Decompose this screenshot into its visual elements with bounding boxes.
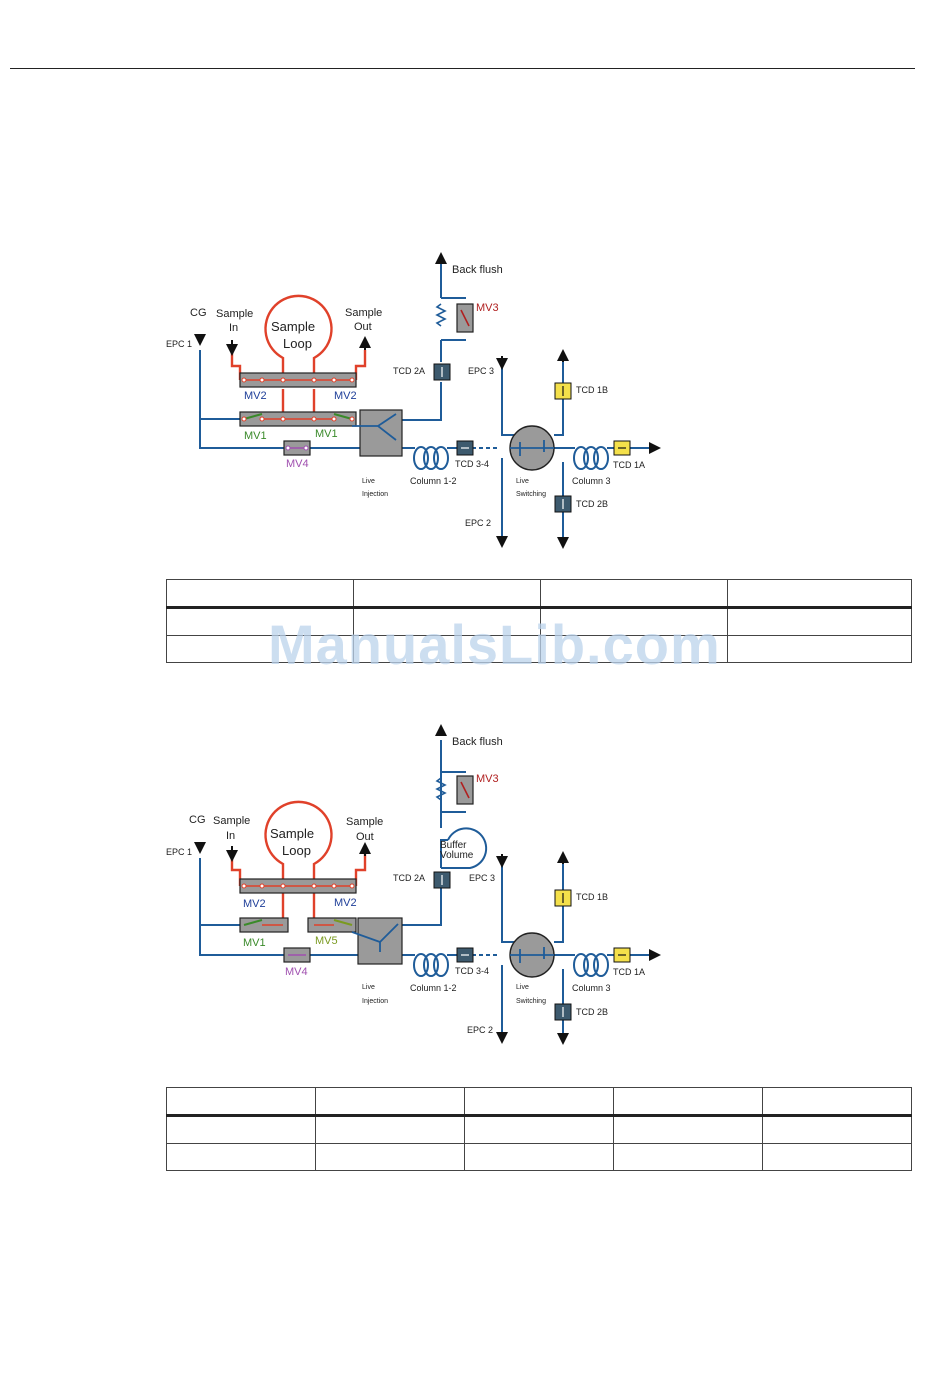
sample-loop-label-2: Loop [283,336,312,351]
mv3-label: MV3 [476,302,499,314]
buffer-volume-label-2: Volume [440,850,474,861]
buffer-volume-label: Buffer [440,840,467,851]
mv2-left-label: MV2 [243,898,266,910]
sample-in-label: Sample [216,308,253,320]
column3-label: Column 3 [572,476,611,486]
back-flush-label: Back flush [452,736,503,748]
mv1-right-label: MV1 [315,428,338,440]
top-rule [10,68,915,69]
epc1-line [199,350,284,449]
sample-in-label-2: In [229,322,238,334]
column12-label: Column 1-2 [410,476,457,486]
tcd2a-label: TCD 2A [393,366,425,376]
cg-label: CG [190,307,207,319]
epc2-label: EPC 2 [465,518,491,528]
tcd1a-label: TCD 1A [613,967,645,977]
sample-loop-label: Sample [271,319,315,334]
tcd1b-label: TCD 1B [576,892,608,902]
sample-out-label-2: Out [356,831,374,843]
column-3 [573,953,609,977]
watermark: ManualsLib.com [268,613,721,676]
column3-label: Column 3 [572,983,611,993]
mv1-left-label: MV1 [244,430,267,442]
sample-out-label: Sample [346,816,383,828]
tcd34-label: TCD 3-4 [455,966,489,976]
restrictor-coil [435,777,447,801]
flow-diagram-1: Back flush MV3 CG EPC 1 Sample In Sample… [166,252,661,549]
table-1 [166,579,912,663]
table-row [166,579,912,608]
back-flush-label: Back flush [452,264,503,276]
flow-diagram-2: Back flush MV3 CG EPC 1 Sample In Sample… [166,724,661,1045]
live-injection-label: Live [362,984,375,991]
live-switching-label: Live [516,478,529,485]
table-row [166,635,912,663]
table-2 [166,1087,912,1171]
sample-in-label-2: In [226,830,235,842]
tcd1a-label: TCD 1A [613,460,645,470]
live-injection-label-2: Injection [362,998,388,1005]
mv4-label: MV4 [285,966,308,978]
live-switching-label: Live [516,984,529,991]
live-injection-label-2: Injection [362,491,388,498]
tcd34-label: TCD 3-4 [455,459,489,469]
epc2-label: EPC 2 [467,1025,493,1035]
table-row [166,1143,912,1171]
mv4-label: MV4 [286,458,309,470]
tcd2b-label: TCD 2B [576,1007,608,1017]
buffer-volume [441,827,488,869]
sample-loop-label: Sample [270,826,314,841]
live-injection-label: Live [362,478,375,485]
tcd2a-label: TCD 2A [393,873,425,883]
live-switching-label-2: Switching [516,491,546,498]
mv5-label: MV5 [315,935,338,947]
mv2-right-label: MV2 [334,897,357,909]
epc1-label: EPC 1 [166,339,192,349]
epc3-label: EPC 3 [469,873,495,883]
sample-out-label-2: Out [354,321,372,333]
mv3-label: MV3 [476,773,499,785]
table-row [166,1115,912,1144]
sample-loop-label-2: Loop [282,843,311,858]
restrictor-coil [435,303,447,327]
sample-in-label: Sample [213,815,250,827]
column12-label: Column 1-2 [410,983,457,993]
mv2-right-label: MV2 [334,390,357,402]
mv1-label: MV1 [243,937,266,949]
cg-label: CG [189,814,206,826]
tcd1b-label: TCD 1B [576,385,608,395]
table-row [166,1087,912,1116]
column-1-2 [413,953,449,977]
mv2-left-label: MV2 [244,390,267,402]
epc1-label: EPC 1 [166,847,192,857]
table-row [166,607,912,636]
sample-out-label: Sample [345,307,382,319]
live-switching-label-2: Switching [516,998,546,1005]
column-3 [573,446,609,470]
column-1-2 [413,446,449,470]
live-injection-device [359,409,403,457]
tcd2b-label: TCD 2B [576,499,608,509]
epc3-label: EPC 3 [468,366,494,376]
